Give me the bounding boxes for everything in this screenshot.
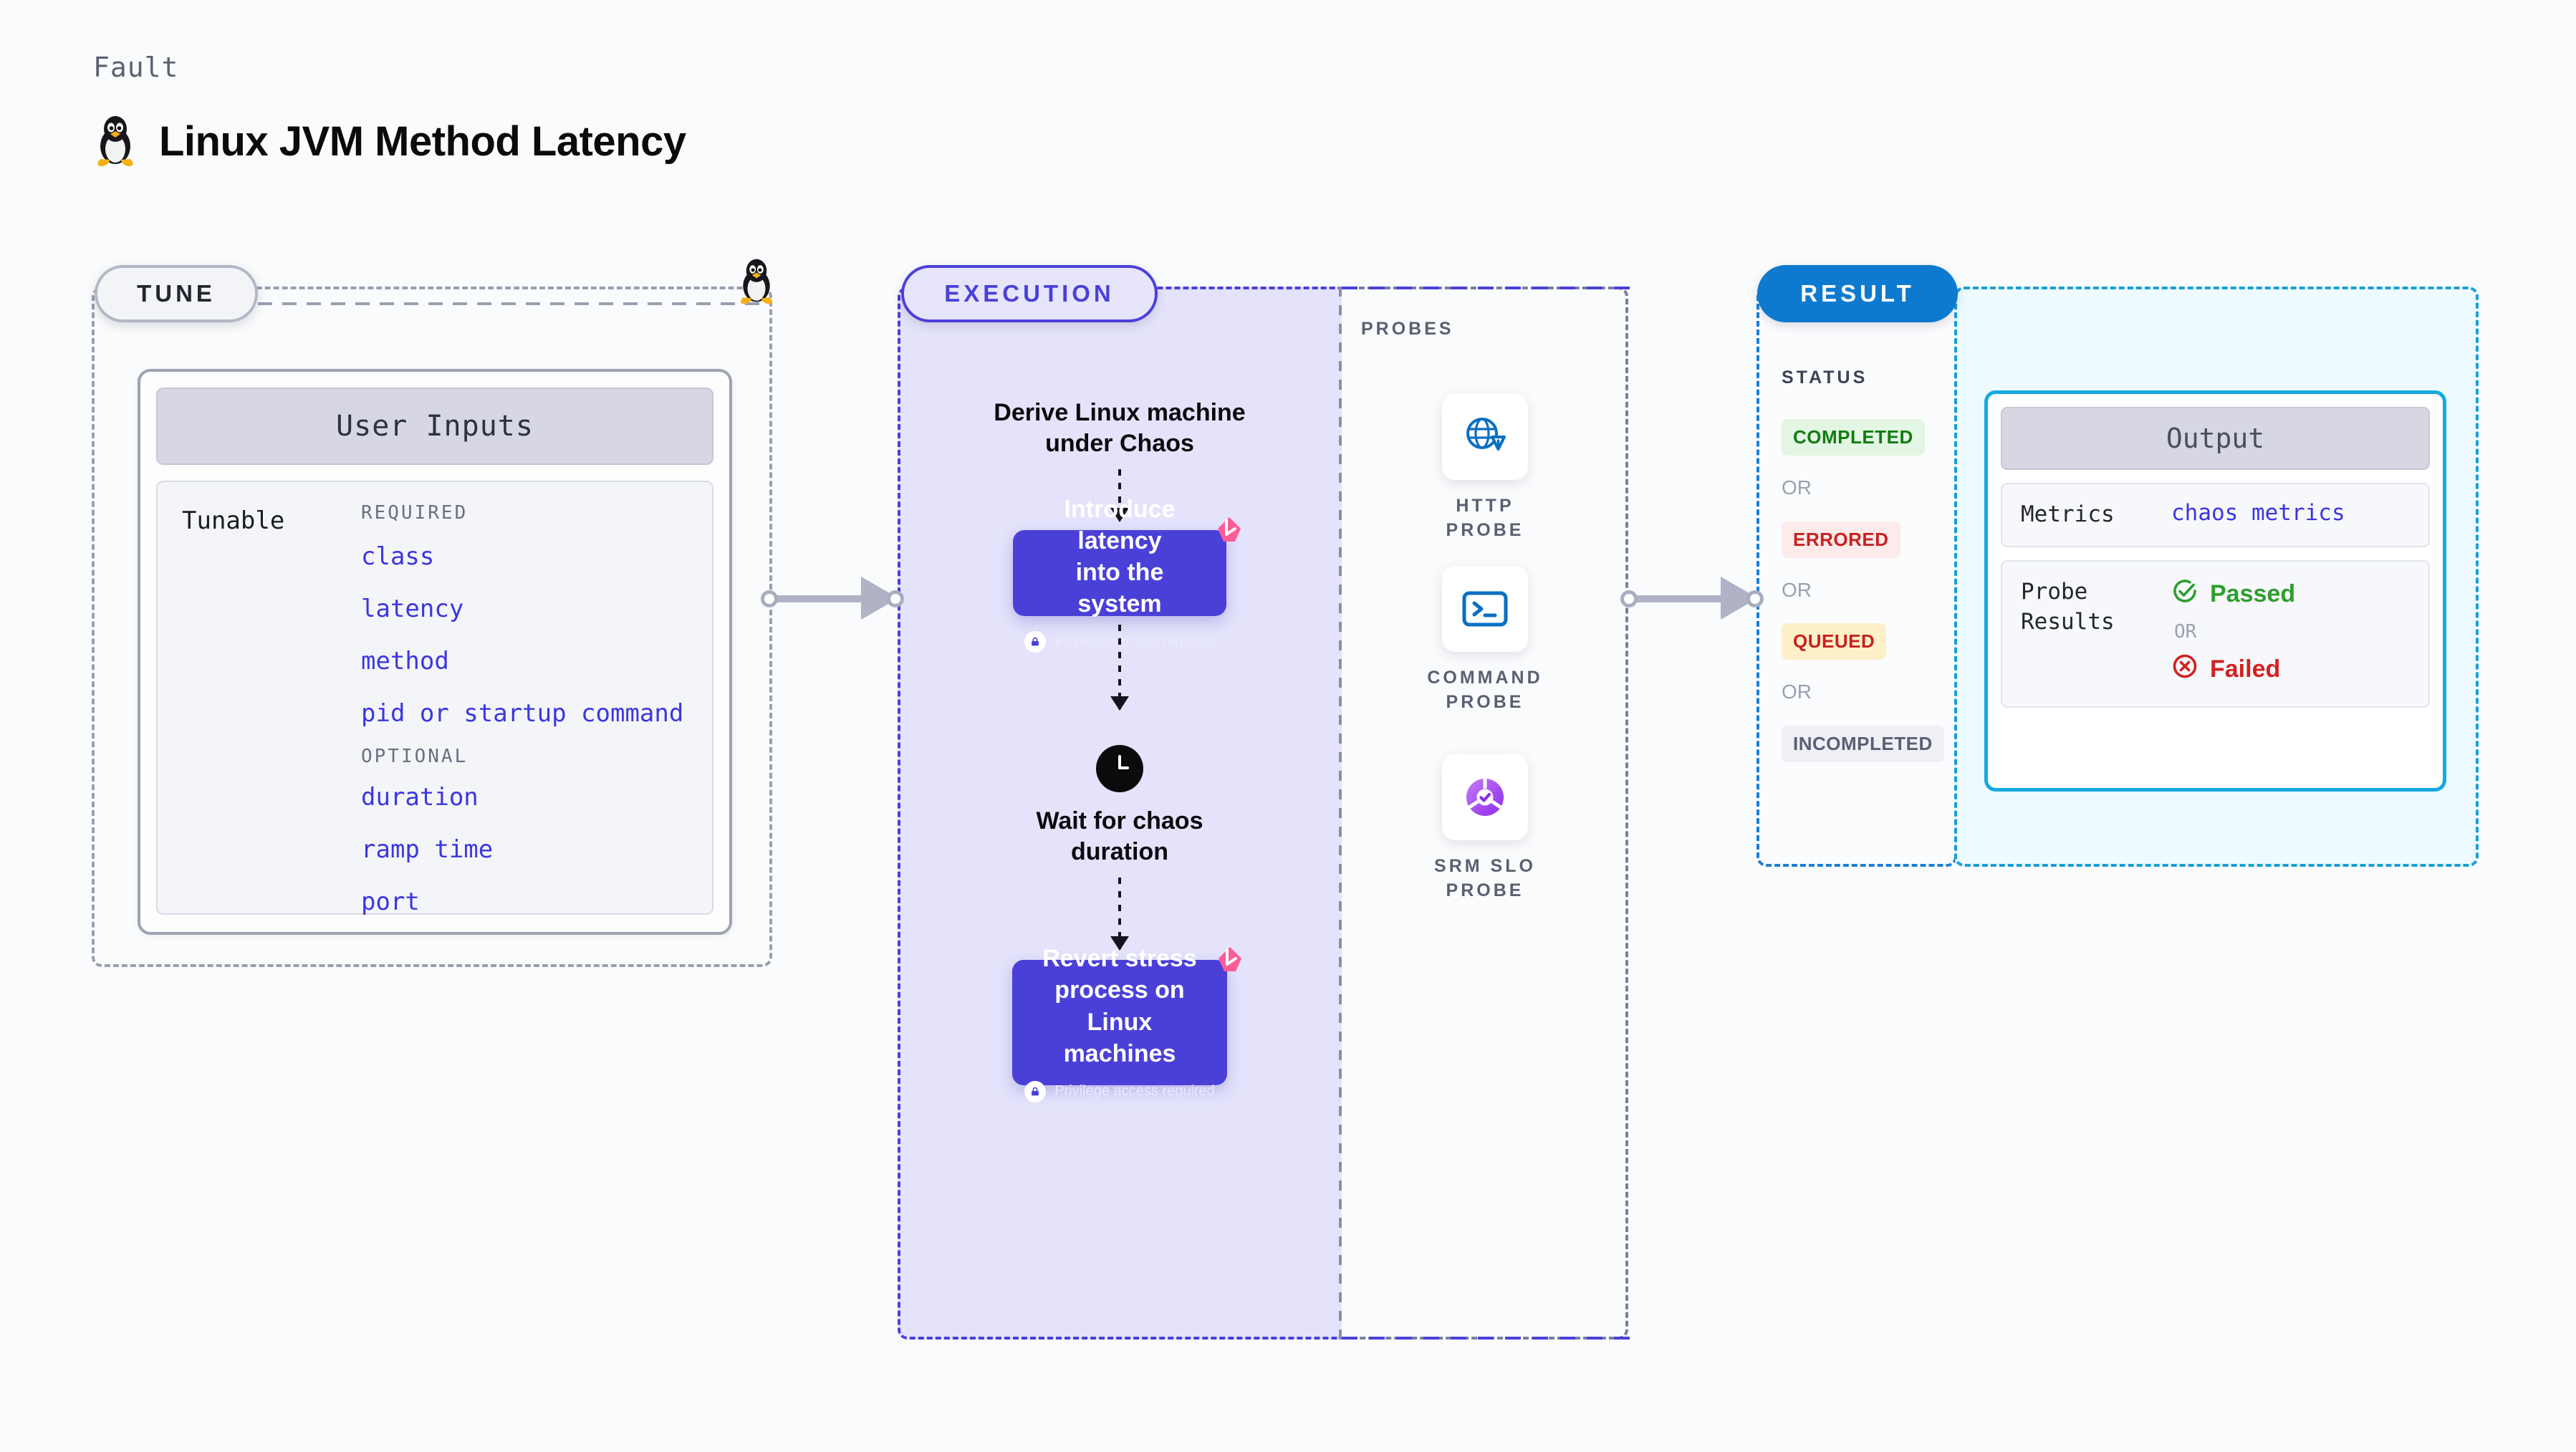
probe-result-failed: Failed bbox=[2171, 653, 2295, 686]
result-section-pill[interactable]: RESULT bbox=[1757, 265, 1958, 322]
status-or-1: OR bbox=[1782, 476, 1812, 499]
tunable-item-method[interactable]: method bbox=[361, 647, 449, 675]
flow-arrow-3 bbox=[1110, 878, 1129, 951]
tunable-row-label: Tunable bbox=[182, 506, 285, 535]
flow-arrow-2 bbox=[1110, 625, 1129, 711]
status-region-boundary bbox=[1756, 287, 1957, 867]
optional-group-title: OPTIONAL bbox=[361, 746, 468, 767]
probes-region-bottom-border bbox=[1342, 1337, 1631, 1340]
privilege-note-2-label: Privilege access required bbox=[1054, 1083, 1215, 1100]
output-metrics-row: Metrics chaos metrics bbox=[2001, 483, 2430, 547]
connector-execution-to-result bbox=[1620, 577, 1764, 620]
output-metrics-value[interactable]: chaos metrics bbox=[2171, 500, 2345, 526]
probe-result-passed-label: Passed bbox=[2210, 580, 2296, 607]
status-badge-errored: ERRORED bbox=[1782, 521, 1900, 558]
output-metrics-key: Metrics bbox=[2021, 501, 2115, 527]
tune-region-boundary bbox=[92, 287, 772, 967]
linux-penguin-corner-icon bbox=[736, 258, 777, 309]
page-title-row: Linux JVM Method Latency bbox=[93, 115, 686, 168]
output-card-title: Output bbox=[2001, 407, 2430, 470]
privilege-note-1-label: Privilege access required bbox=[1054, 633, 1215, 650]
tunable-row: Tunable REQUIRED class latency method pi… bbox=[156, 481, 713, 916]
page-title: Linux JVM Method Latency bbox=[159, 117, 686, 165]
slo-donut-icon bbox=[1442, 754, 1528, 840]
tune-tie-line bbox=[258, 302, 759, 305]
status-or-3: OR bbox=[1782, 681, 1812, 703]
tunable-item-duration[interactable]: duration bbox=[361, 783, 479, 812]
status-title: STATUS bbox=[1782, 367, 1868, 388]
status-badge-queued: QUEUED bbox=[1782, 623, 1887, 660]
probe-result-passed: Passed bbox=[2171, 577, 2295, 611]
status-badge-completed: COMPLETED bbox=[1782, 419, 1925, 456]
clock-icon bbox=[1096, 745, 1143, 792]
lock-icon bbox=[1024, 1080, 1047, 1102]
probe-result-failed-label: Failed bbox=[2210, 655, 2281, 683]
tunable-item-ramp-time[interactable]: ramp time bbox=[361, 835, 494, 864]
linux-penguin-icon bbox=[93, 115, 138, 168]
output-probe-results-values: Passed OR Failed bbox=[2171, 577, 2295, 686]
litmus-pink-badge-icon bbox=[1208, 513, 1245, 552]
terminal-icon bbox=[1442, 566, 1528, 652]
globe-warning-icon bbox=[1442, 394, 1528, 480]
flow-arrow-1 bbox=[1110, 469, 1129, 522]
required-group-title: REQUIRED bbox=[361, 502, 468, 524]
user-inputs-card-title: User Inputs bbox=[156, 388, 713, 465]
privilege-note-2: Privilege access required bbox=[1024, 1080, 1215, 1102]
litmus-pink-badge-icon bbox=[1208, 943, 1246, 982]
probe-result-or: OR bbox=[2174, 620, 2197, 643]
status-or-2: OR bbox=[1782, 579, 1812, 601]
probes-region-top-border bbox=[1342, 287, 1631, 289]
execution-section-pill[interactable]: EXECUTION bbox=[901, 265, 1158, 322]
probes-title: PROBES bbox=[1361, 319, 1454, 339]
fault-eyebrow-label: Fault bbox=[93, 52, 179, 83]
privilege-note-1: Privilege access required bbox=[1024, 631, 1215, 653]
tunable-item-port[interactable]: port bbox=[361, 888, 420, 916]
probe-http[interactable]: HTTP PROBE bbox=[1424, 394, 1546, 543]
user-inputs-card: User Inputs Tunable REQUIRED class laten… bbox=[138, 369, 732, 935]
tunable-list: REQUIRED class latency method pid or sta… bbox=[361, 502, 688, 916]
status-badge-incompleted: INCOMPLETED bbox=[1782, 726, 1944, 762]
check-circle-icon bbox=[2171, 577, 2198, 611]
tunable-item-latency[interactable]: latency bbox=[361, 595, 464, 623]
connector-tune-to-execution bbox=[761, 577, 904, 620]
lock-icon bbox=[1024, 631, 1047, 653]
probe-http-label: HTTP PROBE bbox=[1446, 496, 1524, 540]
tune-section-pill[interactable]: TUNE bbox=[95, 265, 258, 322]
tunable-item-class[interactable]: class bbox=[361, 542, 435, 571]
x-circle-icon bbox=[2171, 653, 2198, 686]
tunable-item-pid-or-startup-command[interactable]: pid or startup command bbox=[361, 699, 684, 728]
